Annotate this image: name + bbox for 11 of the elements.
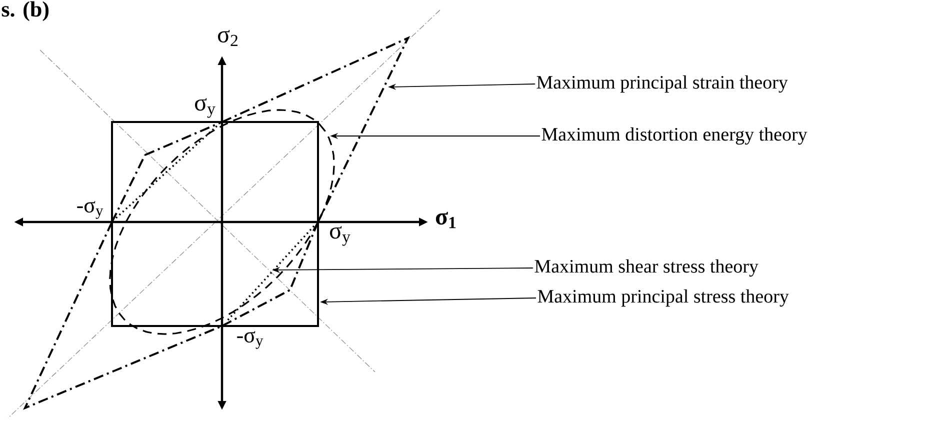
yield-label: -σ$_{y}$ bbox=[77, 201, 104, 219]
yield-label: σ$_{y}$ bbox=[195, 98, 216, 118]
axis-label: σ$_{1}$ bbox=[436, 212, 456, 228]
yield-label: -σ$_{y}$ bbox=[237, 331, 264, 349]
theory-label: Maximum principal strain theory bbox=[536, 75, 788, 93]
yield-label: σ$_{y}$ bbox=[330, 226, 350, 246]
theory-label: Maximum principal stress theory bbox=[538, 289, 789, 307]
theory-label: Maximum distortion energy theory bbox=[542, 127, 808, 145]
axis-label: σ$_{2}$ bbox=[218, 30, 238, 46]
theory-label: Maximum shear stress theory bbox=[534, 259, 758, 277]
answer-label: s. (b) bbox=[2, 1, 49, 22]
